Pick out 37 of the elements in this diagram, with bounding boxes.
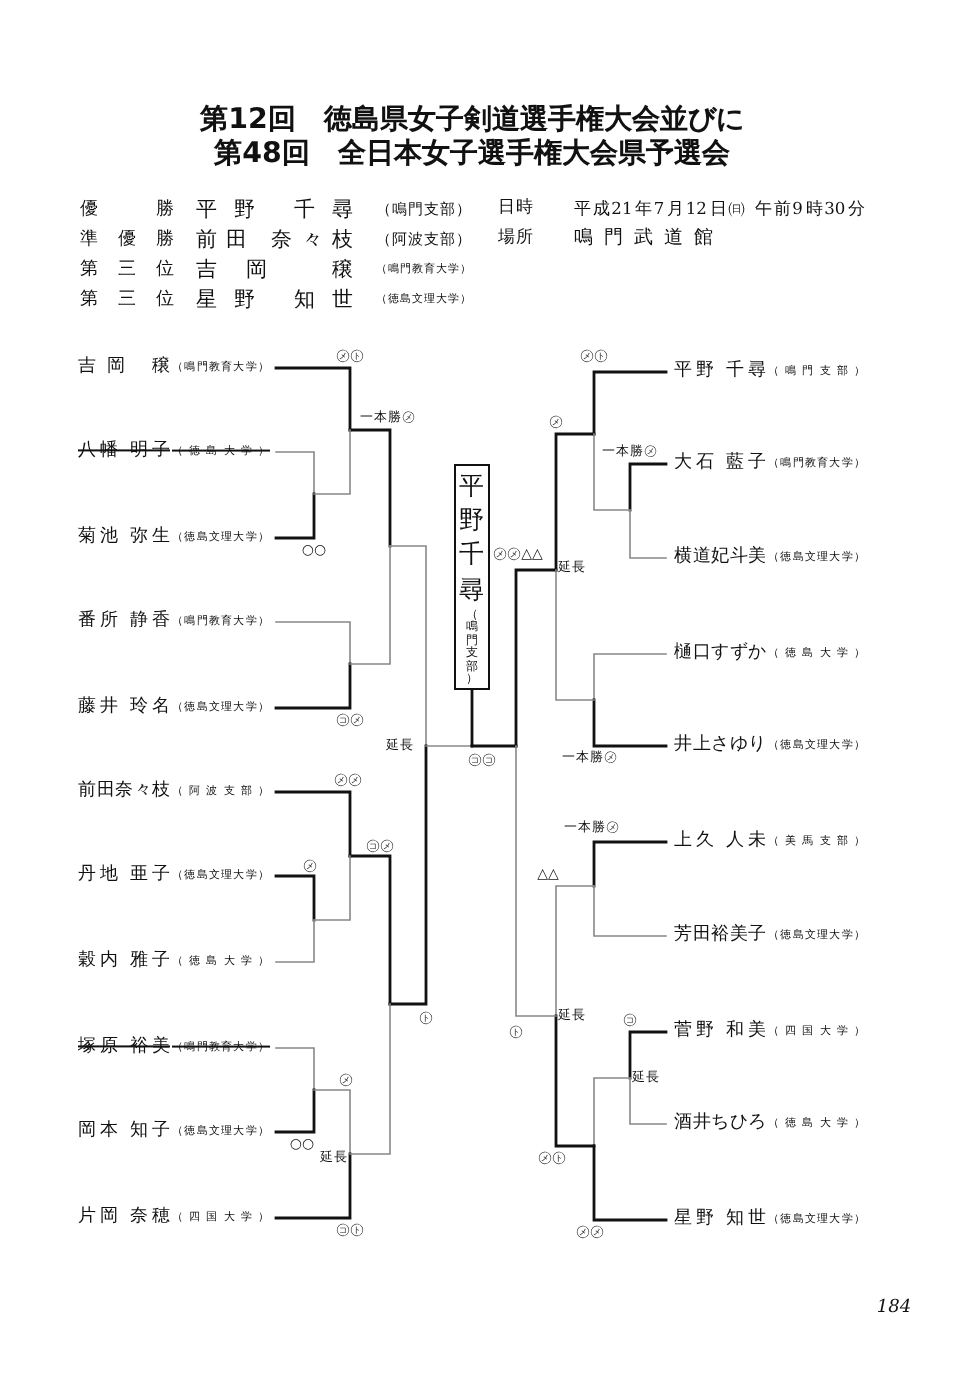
player-name: 岡本 知子	[78, 1121, 170, 1143]
winner-name: 前田 奈々枝	[196, 227, 354, 253]
player-name: 前田奈々枝	[78, 781, 170, 803]
player-name: 片岡 奈穂	[78, 1207, 170, 1229]
player-name: 芳田裕美子	[674, 925, 766, 947]
player-name: 吉岡 穣	[78, 357, 170, 379]
player-name: 番所 静香	[78, 611, 170, 633]
player-name: 塚原 裕美	[78, 1037, 170, 1059]
player-name: 樋口すずか	[674, 643, 766, 665]
winner-name: 星野 知世	[196, 287, 354, 313]
player-name: 穀内 雅子	[78, 951, 170, 973]
player-name: 藤井 玲名	[78, 697, 170, 719]
player-name: 平野 千尋	[674, 361, 766, 383]
champion-name: 平野千尋	[457, 468, 487, 606]
venue-text: 鳴門武道館	[574, 229, 724, 251]
winner-name: 吉岡 穣	[196, 257, 354, 283]
place-label: 第三位	[80, 259, 174, 281]
player-name: 横道妃斗美	[674, 547, 766, 569]
player-name: 菊池 弥生	[78, 527, 170, 549]
player-name: 八幡 明子	[78, 441, 170, 463]
champion-box	[454, 464, 490, 690]
place-label: 準優勝	[80, 229, 174, 251]
title: 第12回 徳島県女子剣道選手権大会並びに第48回 全日本女子選手権大会県予選会	[198, 104, 746, 172]
date-text: 平成21年7月12日㈰ 午前9時30分	[574, 200, 864, 220]
player-name: 上久 人未	[674, 831, 766, 853]
field-label: 場所	[498, 230, 534, 250]
winner-name: 平野 千尋	[196, 197, 354, 223]
place-label: 第三位	[80, 289, 174, 311]
player-name: 酒井ちひろ	[674, 1113, 766, 1135]
player-name: 丹地 亜子	[78, 865, 170, 887]
player-name: 星野 知世	[674, 1209, 766, 1231]
player-name: 井上さゆり	[674, 735, 766, 757]
field-label: 日時	[498, 200, 534, 220]
player-name: 菅野 和美	[674, 1021, 766, 1043]
page-number: 184	[876, 1297, 912, 1319]
place-label: 優勝	[80, 199, 174, 221]
player-name: 大石 藍子	[674, 453, 766, 475]
